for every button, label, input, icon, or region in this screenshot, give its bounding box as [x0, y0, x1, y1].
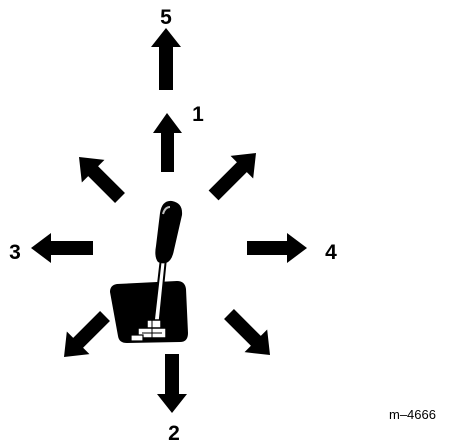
arrow-up-right: [208, 153, 256, 201]
arrow-position-1: [153, 113, 182, 172]
label-position-2: 2: [168, 422, 180, 445]
label-position-3: 3: [9, 241, 21, 264]
arrow-position-3: [31, 233, 93, 263]
arrow-position-5: [151, 28, 181, 90]
label-position-4: 4: [325, 241, 337, 264]
label-position-5: 5: [160, 6, 172, 29]
lever-pivot: [130, 319, 167, 342]
control-lever-icon: [110, 200, 188, 343]
arrow-position-2: [157, 354, 187, 413]
figure-reference: m–4666: [389, 407, 436, 422]
arrow-position-4: [247, 233, 307, 263]
label-position-1: 1: [192, 103, 204, 126]
arrow-up-left: [79, 157, 125, 203]
arrow-down-left: [64, 311, 110, 357]
arrow-down-right: [224, 309, 270, 355]
